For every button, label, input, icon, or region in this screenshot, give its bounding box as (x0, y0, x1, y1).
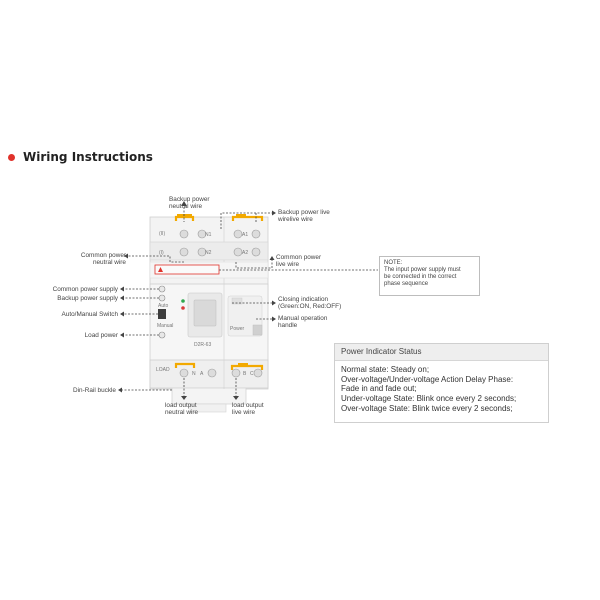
label-load-live: live wire (232, 409, 256, 416)
label-backup-live: Backup power live (278, 209, 330, 216)
terminal-screw (179, 229, 189, 239)
label-din-rail: Din-Rail buckle (73, 387, 116, 394)
arrow-icon (120, 332, 124, 338)
label-manual-handle: Manual operation (278, 315, 328, 322)
label-load-neutral: load output (165, 402, 197, 409)
leader-common-live (235, 260, 273, 269)
arrow-heads (118, 201, 276, 400)
terminal-screw (233, 247, 243, 257)
terminal-screw (179, 368, 189, 378)
status-line: Over-voltage State: Blink twice every 2 … (341, 403, 513, 413)
load-terminal-label: A (200, 371, 204, 377)
callout-labels: Backup power neutral wire Backup power l… (53, 196, 342, 416)
arrow-icon (269, 256, 275, 260)
arrow-icon (120, 286, 124, 292)
load-power-indicator (158, 331, 166, 339)
arrow-icon (124, 253, 128, 259)
label-common-supply: Common power supply (53, 286, 119, 293)
port-label: N1 (205, 232, 212, 238)
terminal-screw (179, 247, 189, 257)
arrow-icon (272, 210, 276, 216)
arrow-icon (272, 300, 276, 306)
label-common-live: live wire (276, 261, 300, 268)
device-body (149, 216, 269, 413)
section-title-text: Wiring Instructions (23, 150, 153, 164)
circle-mark-1: (I) (159, 250, 164, 256)
arrow-icon (233, 396, 239, 400)
status-line: Fade in and fade out; (341, 384, 417, 394)
label-load-neutral: neutral wire (165, 409, 198, 416)
load-tag: LOAD (156, 367, 170, 373)
bottom-terminals: LOAD N A B C (156, 367, 263, 378)
status-line: Over-voltage/Under-voltage Action Delay … (341, 374, 514, 384)
status-panel-body: Normal state: Steady on; Over-voltage/Un… (335, 361, 548, 418)
power-tag: Power (230, 326, 245, 332)
port-label: A1 (242, 232, 248, 238)
load-terminal-label: N (192, 371, 196, 377)
arrow-icon (181, 201, 187, 206)
circle-mark-2: (II) (159, 231, 165, 237)
status-panel-title: Power Indicator Status (335, 344, 548, 361)
load-terminal-label: C (250, 371, 254, 377)
label-backup-neutral: Backup power (169, 196, 210, 203)
terminal-screw (231, 368, 241, 378)
note-line: The input power supply must (384, 267, 461, 273)
closing-led-green (181, 299, 185, 303)
arrow-icon (118, 387, 122, 393)
status-line: Normal state: Steady on; (341, 365, 430, 374)
status-line: Under-voltage State: Blink once every 2 … (341, 394, 517, 404)
section-title: Wiring Instructions (8, 150, 153, 164)
power-indicator-status-panel: Power Indicator Status Normal state: Ste… (334, 343, 549, 423)
model-label: D2R-63 (194, 342, 211, 348)
arrow-icon (120, 295, 124, 301)
wire-clips (174, 214, 264, 370)
auto-tag: Auto (158, 303, 169, 309)
leader-backup-live (220, 212, 272, 229)
manual-tag: Manual (157, 323, 173, 329)
label-common-neutral: neutral wire (93, 259, 126, 266)
top-terminals: (II) (I) N1 A1 N2 A2 (159, 229, 261, 257)
auto-manual-switch (158, 309, 166, 319)
load-terminal-label: B (243, 371, 247, 377)
label-manual-handle: handle (278, 322, 298, 329)
terminal-screw (207, 368, 217, 378)
note-line: be connected in the correct (384, 274, 457, 280)
label-load-power: Load power (85, 332, 119, 339)
common-supply-indicator (158, 285, 166, 293)
backup-supply-indicator (158, 294, 166, 302)
terminal-screw (251, 247, 261, 257)
port-label: N2 (205, 250, 212, 256)
leader-common-neutral (128, 255, 184, 263)
note-box: NOTE: The input power supply must be con… (379, 256, 480, 296)
label-backup-neutral: neutral wire (169, 203, 202, 210)
label-closing-indication: Closing indication (278, 296, 329, 303)
note-title: NOTE: (384, 260, 403, 266)
terminal-screw (233, 229, 243, 239)
closing-led-red (181, 306, 185, 310)
terminal-screw (197, 247, 207, 257)
label-backup-supply: Backup power supply (57, 295, 119, 302)
terminal-screw (251, 229, 261, 239)
terminal-screw (197, 229, 207, 239)
arrow-icon (120, 311, 124, 317)
label-auto-manual: Auto/Manual Switch (62, 311, 119, 318)
note-line: phase sequence (384, 281, 429, 287)
bullet-dot-icon (8, 153, 15, 161)
label-load-live: load output (232, 402, 264, 409)
label-common-live: Common power (276, 254, 322, 261)
terminal-screw (253, 368, 263, 378)
arrow-icon (272, 316, 276, 322)
label-closing-indication: (Green:ON, Red:OFF) (278, 303, 341, 310)
label-backup-live: wirelive wire (277, 216, 313, 223)
label-common-neutral: Common power (81, 252, 127, 259)
arrow-icon (181, 396, 187, 400)
port-label: A2 (242, 250, 248, 256)
leader-lines (122, 207, 378, 396)
